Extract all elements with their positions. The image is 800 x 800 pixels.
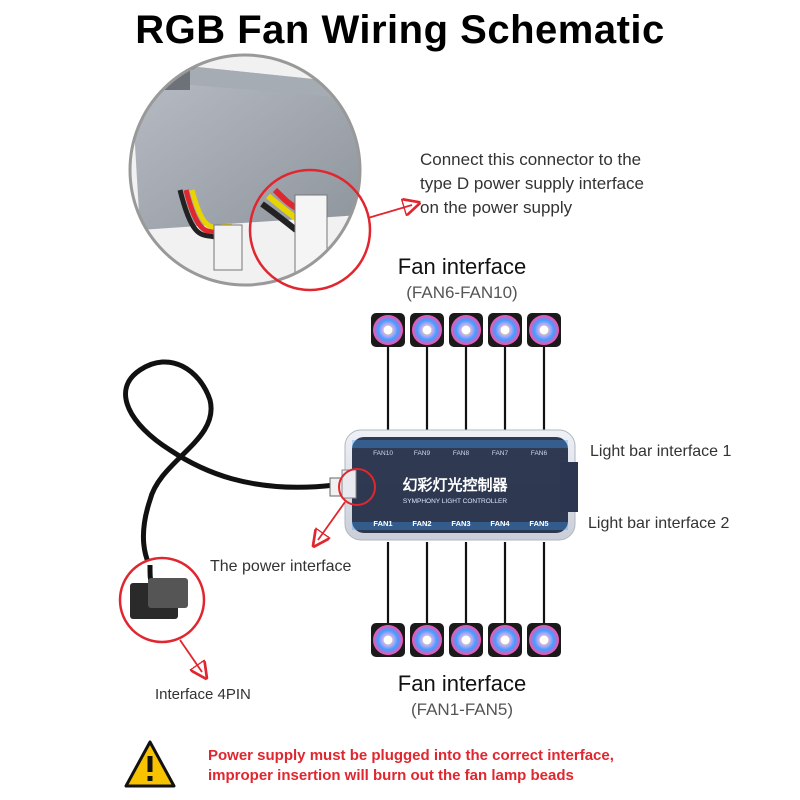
power-interface-highlight [338, 468, 376, 506]
power-interface-arrow [318, 501, 346, 540]
psu-callout: Connect this connector to the type D pow… [420, 148, 760, 220]
light-bar-1-label: Light bar interface 1 [590, 443, 732, 460]
power-interface-label: The power interface [210, 558, 352, 575]
psu-callout-line: on the power supply [420, 198, 573, 217]
callout-arrow [367, 205, 412, 219]
fan-interface-bottom-title: Fan interface [397, 671, 527, 696]
controller-ports-top: FAN10 FAN9 FAN8 FAN7 FAN6 [373, 450, 547, 457]
rgb-fan-icon [371, 313, 405, 347]
rgb-fan-icon [488, 313, 522, 347]
controller-chinese-label: 幻彩灯光控制器 [402, 476, 508, 494]
connector-highlight [248, 168, 372, 292]
rgb-fan-icon [371, 623, 405, 657]
symphony-light-controller [341, 429, 578, 541]
4pin-arrow [179, 639, 202, 672]
psu-callout-line: Connect this connector to the [420, 150, 642, 169]
warning-message: Power supply must be plugged into the co… [208, 746, 788, 786]
warning-icon [124, 740, 176, 788]
port-label: FAN6 [531, 450, 548, 457]
rgb-fan-icon [488, 623, 522, 657]
page-title: RGB Fan Wiring Schematic [135, 8, 665, 52]
controller-ports-bottom: FAN1 FAN2 FAN3 FAN4 FAN5 [373, 519, 548, 528]
port-label: FAN4 [490, 519, 510, 528]
psu-photo [128, 53, 372, 292]
psu-callout-line: type D power supply interface [420, 174, 644, 193]
port-label: FAN3 [451, 519, 470, 528]
warning-line: Power supply must be plugged into the co… [208, 747, 614, 764]
light-bar-2-label: Light bar interface 2 [588, 515, 730, 532]
fan-interface-top-range: (FAN6-FAN10) [406, 283, 518, 302]
fan-row-bottom [371, 542, 561, 657]
rgb-fan-icon [527, 313, 561, 347]
interface-4pin-label: Interface 4PIN [155, 686, 251, 703]
fan-interface-bottom-range: (FAN1-FAN5) [410, 700, 514, 719]
port-label: FAN10 [373, 450, 393, 457]
rgb-fan-icon [449, 623, 483, 657]
fan-interface-top-title: Fan interface [397, 254, 527, 279]
4pin-connector [118, 556, 206, 644]
fan-row-top [371, 313, 561, 437]
rgb-fan-icon [527, 623, 561, 657]
port-label: FAN9 [414, 450, 431, 457]
port-label: FAN7 [492, 450, 509, 457]
port-label: FAN2 [412, 519, 431, 528]
port-label: FAN8 [453, 450, 470, 457]
power-cable [123, 359, 336, 582]
rgb-fan-icon [449, 313, 483, 347]
rgb-fan-icon [410, 313, 444, 347]
warning-line: improper insertion will burn out the fan… [208, 767, 574, 784]
rgb-fan-icon [410, 623, 444, 657]
controller-english-label: SYMPHONY LIGHT CONTROLLER [403, 498, 507, 505]
port-label: FAN1 [373, 519, 392, 528]
port-label: FAN5 [529, 519, 548, 528]
